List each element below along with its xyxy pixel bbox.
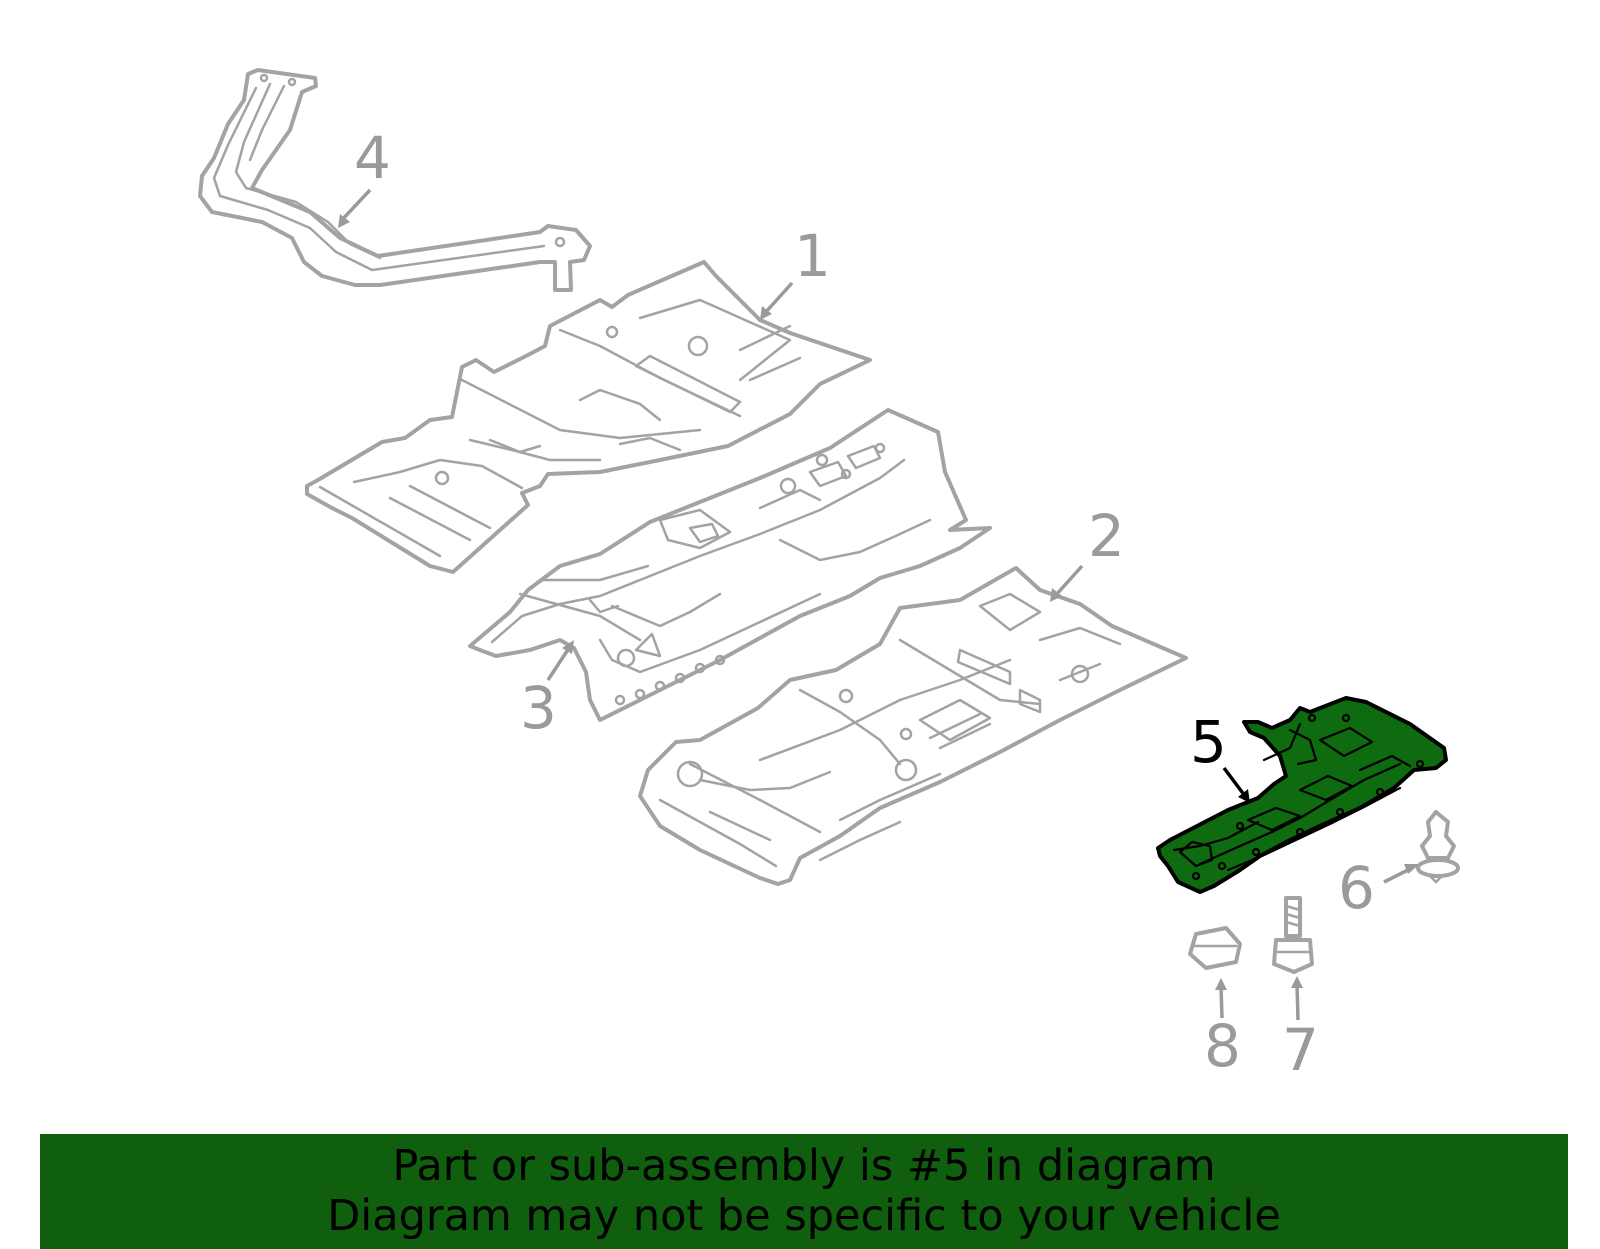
arrow-7-icon: [1291, 976, 1303, 988]
part-3-floor-tunnel[interactable]: [468, 408, 992, 722]
part-8-nut[interactable]: [1188, 926, 1242, 970]
part-1-rear-floor-pan[interactable]: [305, 260, 872, 574]
part-7-bolt[interactable]: [1272, 896, 1314, 974]
info-banner: Part or sub-assembly is #5 in diagram Di…: [40, 1134, 1568, 1249]
callout-7: 7: [1282, 1016, 1319, 1084]
part-4-reinforcement[interactable]: [198, 68, 592, 292]
leader-arrows: [338, 188, 1420, 1021]
arrow-3-icon: [562, 640, 574, 654]
arrow-1-icon: [760, 306, 772, 320]
part-2-front-floor-pan[interactable]: [638, 566, 1188, 886]
arrow-4-icon: [338, 214, 350, 228]
banner-line-1: Part or sub-assembly is #5 in diagram: [392, 1141, 1216, 1191]
part-6-push-clip[interactable]: [1416, 810, 1460, 884]
banner-line-2: Diagram may not be specific to your vehi…: [327, 1191, 1281, 1241]
arrow-8-icon: [1215, 978, 1227, 990]
callout-6: 6: [1338, 854, 1375, 922]
arrow-2-icon: [1050, 588, 1062, 602]
callout-5: 5: [1190, 708, 1227, 776]
callout-labels: 4 1 2 3 5 6 7 8: [354, 124, 1375, 1084]
part-5-floor-undercover[interactable]: [1156, 696, 1448, 894]
arrow-5-icon: [1238, 789, 1250, 803]
callout-4: 4: [354, 124, 391, 192]
callout-2: 2: [1088, 502, 1125, 570]
callout-8: 8: [1204, 1012, 1241, 1080]
callout-1: 1: [794, 222, 831, 290]
callout-3: 3: [520, 674, 557, 742]
arrow-6-icon: [1404, 864, 1420, 874]
